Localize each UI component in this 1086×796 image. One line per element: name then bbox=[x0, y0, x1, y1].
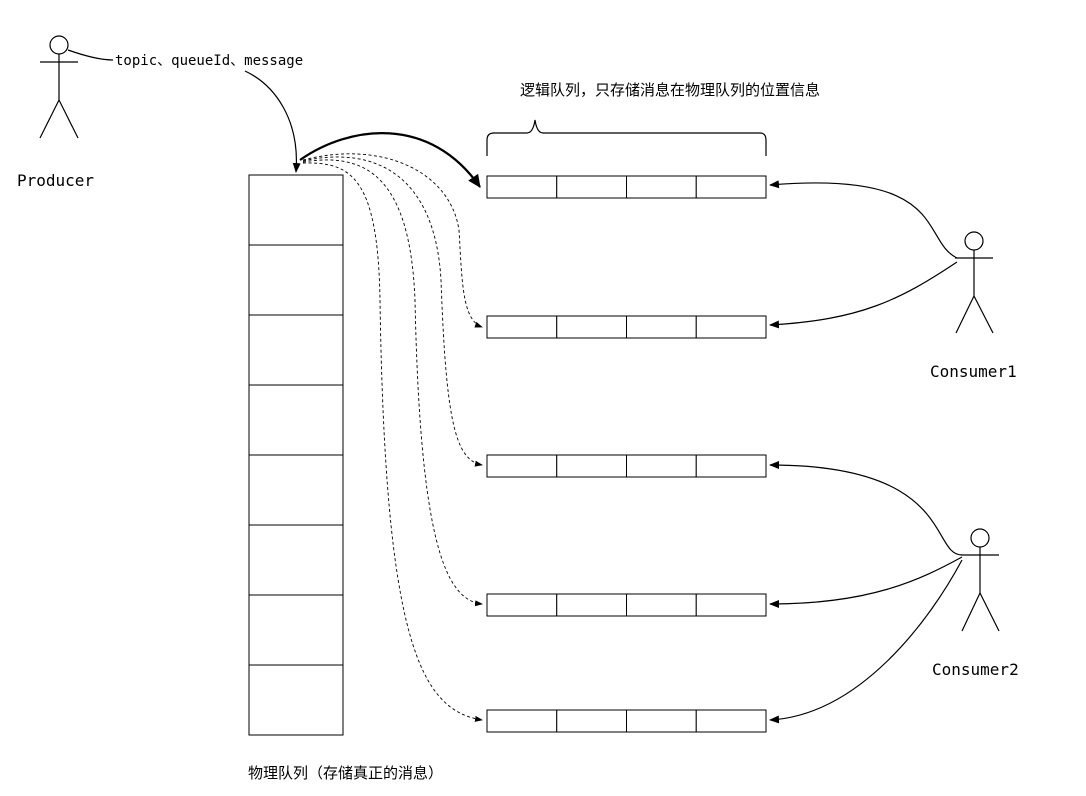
consumer2-actor-icon bbox=[961, 528, 1000, 632]
physical-queue-cell bbox=[248, 524, 344, 596]
physical-queue-cell bbox=[248, 244, 344, 316]
logical-queue-cell bbox=[695, 709, 767, 733]
logical-queue-cell bbox=[556, 454, 627, 478]
pointer-arrow-dashed bbox=[302, 162, 483, 722]
logical-queue-cell bbox=[695, 175, 767, 199]
physical-queue-cell bbox=[248, 384, 344, 456]
pointer-arrow-dashed bbox=[302, 156, 483, 467]
physical-queue-label: 物理队列（存储真正的消息） bbox=[248, 764, 443, 782]
logical-queue-cell bbox=[486, 593, 558, 617]
logical-queue-cell bbox=[556, 593, 627, 617]
producer-actor-icon bbox=[39, 35, 79, 139]
producer-label: Producer bbox=[17, 171, 94, 190]
logical-queue-3 bbox=[486, 454, 767, 478]
consumer1-to-queue1-arrow bbox=[769, 180, 958, 259]
logical-queue-cell bbox=[626, 593, 697, 617]
logical-queue-brace bbox=[486, 119, 767, 156]
pointer-arrow-dashed bbox=[302, 159, 483, 607]
logical-queue-cell bbox=[695, 454, 767, 478]
logical-queue-cell bbox=[695, 593, 767, 617]
logical-queue-2 bbox=[486, 315, 767, 339]
physical-queue-cell bbox=[248, 664, 344, 736]
producer-message-connector bbox=[67, 49, 114, 61]
logical-queue-cell bbox=[626, 454, 697, 478]
logical-queue-label: 逻辑队列，只存储消息在物理队列的位置信息 bbox=[520, 81, 820, 99]
logical-queue-cell bbox=[626, 315, 697, 339]
physical-queue-cell bbox=[248, 174, 344, 246]
logical-queue-cell bbox=[486, 709, 558, 733]
consumer1-label: Consumer1 bbox=[930, 362, 1017, 381]
logical-queue-cell bbox=[626, 175, 697, 199]
physical-queue-cell bbox=[248, 594, 344, 666]
logical-queues bbox=[486, 175, 767, 733]
physical-queue-cell bbox=[248, 314, 344, 386]
consumer1-to-queue2-arrow bbox=[769, 261, 958, 329]
consumer1-actor-icon bbox=[955, 231, 994, 334]
consumer2-to-queue4-arrow bbox=[769, 556, 963, 608]
logical-queue-cell bbox=[626, 709, 697, 733]
pointer-arrow-bold bbox=[299, 132, 481, 188]
consumer2-label: Consumer2 bbox=[932, 660, 1019, 679]
physical-queue bbox=[248, 174, 344, 736]
logical-queue-5 bbox=[486, 709, 767, 733]
consumer2-to-queue3-arrow bbox=[769, 461, 963, 556]
pointer-arrow-dashed bbox=[302, 153, 483, 328]
logical-queue-cell bbox=[556, 315, 627, 339]
producer-message-label: topic、queueId、message bbox=[115, 53, 303, 69]
logical-queue-cell bbox=[695, 315, 767, 339]
logical-queue-4 bbox=[486, 593, 767, 617]
physical-queue-cell bbox=[248, 454, 344, 526]
producer-to-physical-arrow bbox=[244, 70, 301, 173]
logical-queue-cell bbox=[486, 454, 558, 478]
pointer-arrows bbox=[299, 132, 483, 722]
consumer2-to-queue5-arrow bbox=[769, 559, 963, 724]
logical-queue-1 bbox=[486, 175, 767, 199]
logical-queue-cell bbox=[486, 315, 558, 339]
logical-queue-cell bbox=[556, 175, 627, 199]
logical-queue-cell bbox=[486, 175, 558, 199]
logical-queue-cell bbox=[556, 709, 627, 733]
